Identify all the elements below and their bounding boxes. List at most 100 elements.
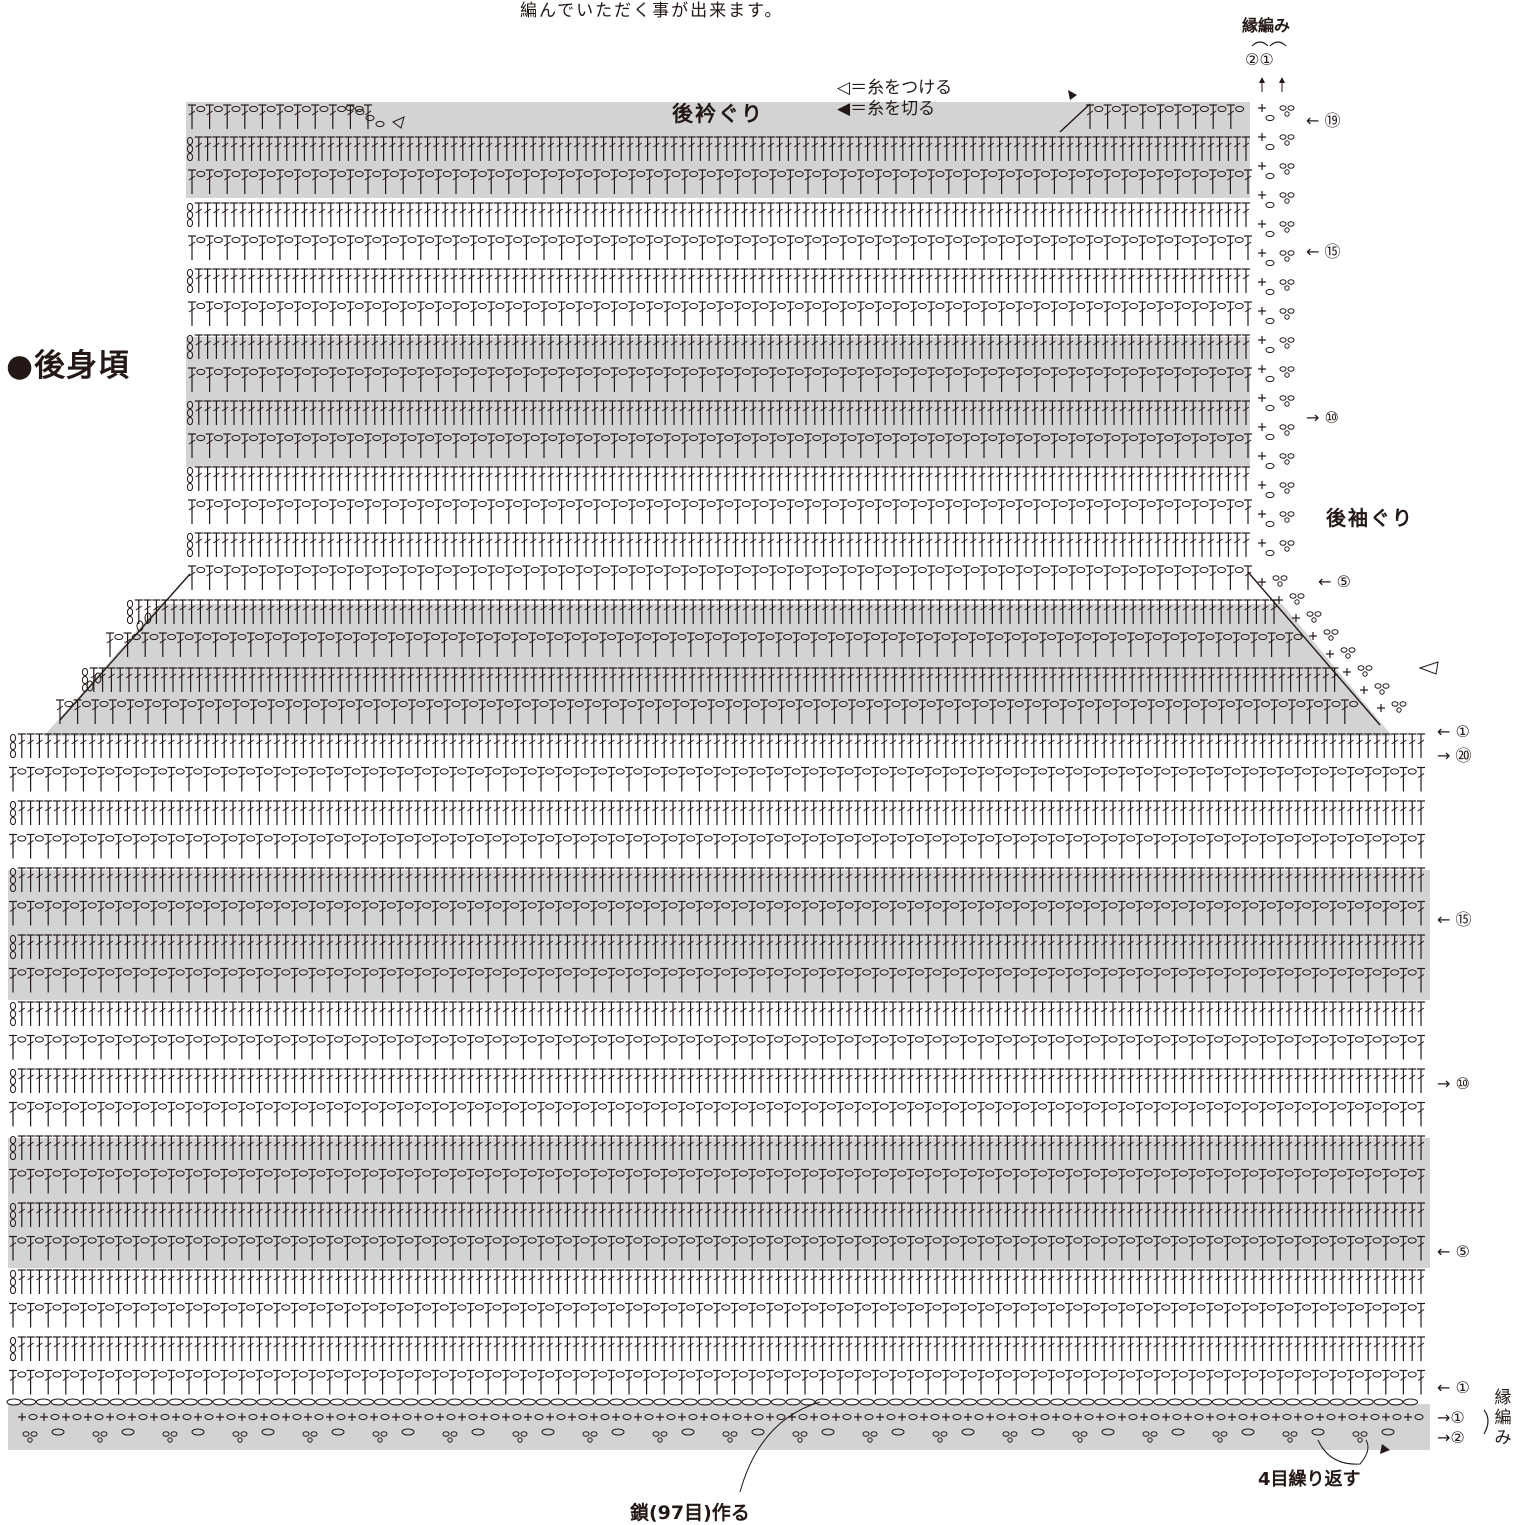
chain-stitch bbox=[1112, 237, 1120, 242]
chain-stitch bbox=[584, 303, 592, 308]
shaded-band bbox=[8, 1404, 1430, 1450]
chain-stitch bbox=[1182, 237, 1190, 242]
chain-stitch bbox=[1130, 567, 1138, 572]
chain-stitch bbox=[1024, 567, 1032, 572]
chain-stitch bbox=[514, 303, 522, 308]
chain-stitch bbox=[725, 501, 733, 506]
chain-stitch bbox=[672, 303, 680, 308]
chain-stitch bbox=[187, 475, 192, 482]
chain-stitch bbox=[883, 567, 891, 572]
chain-stitch bbox=[954, 567, 962, 572]
chain-stitch bbox=[302, 303, 310, 308]
chain-stitch bbox=[549, 567, 557, 572]
chain-stitch bbox=[672, 501, 680, 506]
chain-stitch bbox=[373, 303, 381, 308]
chain-stitch bbox=[760, 567, 768, 572]
chain-stitch bbox=[830, 567, 838, 572]
chain-stitch bbox=[355, 501, 363, 506]
chain-stitch bbox=[1165, 303, 1173, 308]
chain-stitch bbox=[115, 634, 123, 639]
chain-stitch bbox=[619, 501, 627, 506]
chain-stitch bbox=[971, 237, 979, 242]
chain-stitch bbox=[496, 501, 504, 506]
chain-stitch bbox=[602, 501, 610, 506]
chain-stitch bbox=[795, 501, 803, 506]
chain-stitch bbox=[830, 237, 838, 242]
chain-stitch bbox=[1235, 303, 1243, 308]
chain-stitch bbox=[1165, 567, 1173, 572]
chain-stitch bbox=[232, 501, 240, 506]
chain-stitch bbox=[443, 303, 451, 308]
chain-stitch bbox=[1094, 303, 1102, 308]
chain-stitch bbox=[267, 303, 275, 308]
chain-stitch bbox=[901, 501, 909, 506]
chain-stitch bbox=[390, 237, 398, 242]
chain-stitch bbox=[637, 501, 645, 506]
chain-stitch bbox=[637, 567, 645, 572]
chain-stitch bbox=[187, 277, 192, 284]
chain-stitch bbox=[1059, 237, 1067, 242]
chain-stitch bbox=[373, 501, 381, 506]
chain-stitch bbox=[830, 303, 838, 308]
chain-stitch bbox=[707, 567, 715, 572]
chain-stitch bbox=[1059, 501, 1067, 506]
chain-stitch bbox=[531, 303, 539, 308]
chain-stitch bbox=[1042, 303, 1050, 308]
chain-stitch bbox=[232, 567, 240, 572]
chain-stitch bbox=[1130, 237, 1138, 242]
chain-stitch bbox=[1077, 303, 1085, 308]
chain-stitch bbox=[1042, 237, 1050, 242]
chain-stitch bbox=[654, 567, 662, 572]
chain-stitch bbox=[187, 269, 192, 276]
chain-stitch bbox=[813, 303, 821, 308]
chain-stitch bbox=[338, 303, 346, 308]
chain-stitch bbox=[654, 237, 662, 242]
chain-stitch bbox=[250, 567, 258, 572]
chain-stitch bbox=[478, 567, 486, 572]
chain-stitch bbox=[1077, 501, 1085, 506]
chain-stitch bbox=[654, 501, 662, 506]
chain-stitch bbox=[1006, 567, 1014, 572]
chain-stitch bbox=[602, 237, 610, 242]
chain-stitch bbox=[742, 237, 750, 242]
chain-stitch bbox=[866, 501, 874, 506]
chain-stitch bbox=[531, 567, 539, 572]
chain-stitch bbox=[461, 303, 469, 308]
chain-stitch bbox=[619, 567, 627, 572]
chain-stitch bbox=[1042, 567, 1050, 572]
chain-stitch bbox=[1182, 567, 1190, 572]
chain-stitch bbox=[285, 501, 293, 506]
chain-stitch bbox=[232, 237, 240, 242]
chain-stitch bbox=[1165, 501, 1173, 506]
chain-stitch bbox=[461, 501, 469, 506]
chain-stitch bbox=[461, 567, 469, 572]
chain-stitch bbox=[408, 567, 416, 572]
chain-stitch bbox=[1218, 237, 1226, 242]
chain-stitch bbox=[390, 303, 398, 308]
chain-stitch bbox=[707, 303, 715, 308]
chain-stitch bbox=[355, 237, 363, 242]
chain-stitch bbox=[127, 616, 132, 623]
chain-stitch bbox=[373, 567, 381, 572]
chain-stitch bbox=[302, 501, 310, 506]
chain-stitch bbox=[187, 285, 192, 292]
chain-stitch bbox=[883, 237, 891, 242]
chain-stitch bbox=[443, 567, 451, 572]
chain-stitch bbox=[848, 501, 856, 506]
chain-stitch bbox=[848, 567, 856, 572]
chain-stitch bbox=[883, 501, 891, 506]
chain-stitch bbox=[187, 211, 192, 218]
chain-stitch bbox=[778, 567, 786, 572]
chain-stitch bbox=[461, 237, 469, 242]
chain-stitch bbox=[1218, 567, 1226, 572]
chain-stitch bbox=[1147, 567, 1155, 572]
chain-stitch bbox=[373, 237, 381, 242]
chain-stitch bbox=[1077, 237, 1085, 242]
chain-stitch bbox=[848, 303, 856, 308]
chain-stitch bbox=[795, 303, 803, 308]
chain-stitch bbox=[1200, 501, 1208, 506]
chain-stitch bbox=[531, 501, 539, 506]
chain-stitch bbox=[1094, 501, 1102, 506]
chain-stitch bbox=[320, 237, 328, 242]
chain-stitch bbox=[1112, 567, 1120, 572]
